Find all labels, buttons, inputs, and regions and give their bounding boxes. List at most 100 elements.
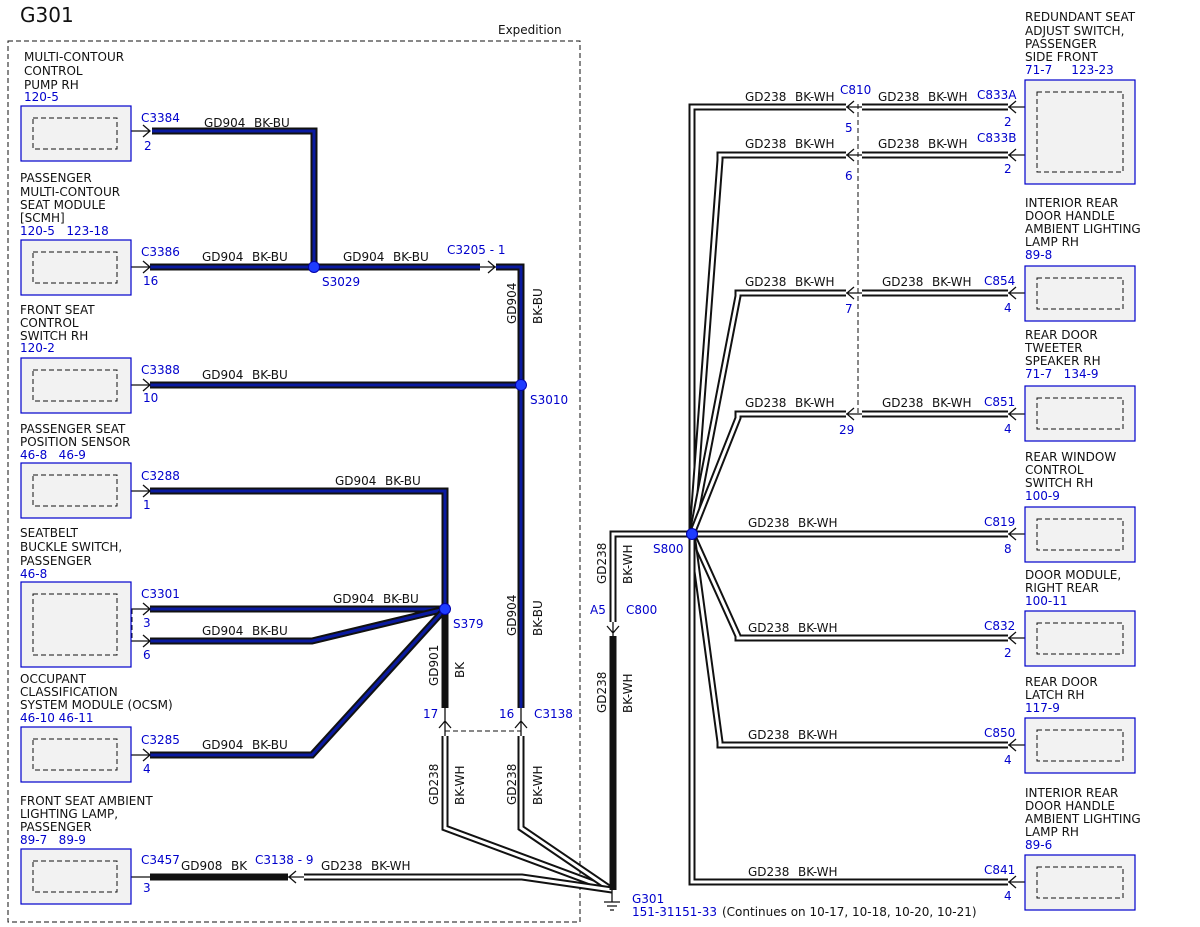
name-line: INTERIOR REAR (1025, 196, 1118, 210)
wire-color: BK-WH (531, 765, 545, 805)
name-line: INTERIOR REAR (1025, 786, 1118, 800)
pin-label: 4 (1004, 753, 1012, 767)
wire-code: GD238 (427, 764, 441, 805)
wire-c3205-to-c3138 (496, 263, 525, 708)
connector-arrows (120, 100, 1036, 889)
name-line: PASSENGER (20, 171, 92, 185)
wire-s800-to-c810-6 (688, 151, 846, 535)
wire-color: BK-WH (798, 728, 838, 742)
component-tweeter (1024, 385, 1136, 442)
component-refs: 71-7 123-23 (1025, 63, 1114, 77)
pin-label: 7 (845, 302, 853, 316)
wire-code: GD238 (321, 859, 362, 873)
wire-color: BK-WH (795, 90, 835, 104)
wire-color: BK (231, 859, 248, 873)
name-line: LAMP RH (1025, 825, 1079, 839)
name-line: LAMP RH (1025, 235, 1079, 249)
wire-color: BK-BU (254, 116, 290, 130)
connector-label: C800 (626, 603, 657, 617)
pin-label: 6 (845, 169, 853, 183)
wire-code: GD904 (202, 368, 243, 382)
wire-code: GD238 (882, 396, 923, 410)
name-line: DOOR HANDLE (1025, 799, 1115, 813)
connector-label: C3138 - 9 (255, 853, 314, 867)
connector-label: C832 (984, 619, 1015, 633)
name-line: CONTROL (24, 64, 83, 78)
pin-label: 4 (1004, 889, 1012, 903)
wire-s800-to-c832 (688, 532, 1008, 642)
name-line: REAR WINDOW (1025, 450, 1116, 464)
wire-color: BK-WH (621, 544, 635, 584)
connector-label: C833B (977, 131, 1017, 145)
wire-color: BK-BU (252, 368, 288, 382)
pin-label: A5 (590, 603, 606, 617)
ground-symbol (604, 890, 620, 911)
component-int-handle-2 (1024, 854, 1136, 911)
name-line: FRONT SEAT AMBIENT (20, 794, 153, 808)
name-line: AMBIENT LIGHTING (1025, 222, 1141, 236)
component-scmh (20, 239, 132, 296)
name-line: DOOR MODULE, (1025, 568, 1121, 582)
wire-s800-to-c810-7 (688, 289, 846, 535)
connector-label: C3138 (534, 707, 573, 721)
wire-code: GD904 (505, 283, 519, 324)
connector-label: C3285 (141, 733, 180, 747)
component-refs: 100-9 (1025, 489, 1060, 503)
wire-code: GD238 (505, 764, 519, 805)
wire-code: GD901 (427, 645, 441, 686)
wire-code: GD238 (745, 137, 786, 151)
wire-code: GD238 (595, 672, 609, 713)
name-line: CONTROL (1025, 463, 1084, 477)
connector-label: C3288 (141, 469, 180, 483)
pin-label: 4 (143, 762, 151, 776)
name-line: PASSENGER (20, 820, 92, 834)
wire-color: BK-WH (371, 859, 411, 873)
wire-color: BK-WH (453, 765, 467, 805)
wire-c3138-17-to-g301 (441, 736, 614, 894)
name-line: CLASSIFICATION (20, 685, 118, 699)
connector-label: C819 (984, 515, 1015, 529)
name-line: SIDE FRONT (1025, 50, 1098, 64)
pin-label: 16 (499, 707, 514, 721)
wire-code: GD904 (333, 592, 374, 606)
wire-color: BK-BU (252, 738, 288, 752)
component-door-module (1024, 610, 1136, 667)
splice-s379 (439, 603, 451, 615)
name-line: MULTI-CONTOUR (24, 50, 124, 64)
connector-label: C3388 (141, 363, 180, 377)
name-line: DOOR HANDLE (1025, 209, 1115, 223)
wire-code: GD904 (204, 116, 245, 130)
name-line: RIGHT REAR (1025, 581, 1099, 595)
wire-code: GD238 (748, 621, 789, 635)
wire-code: GD238 (745, 275, 786, 289)
pin-label: 2 (144, 139, 152, 153)
name-line: AMBIENT LIGHTING (1025, 812, 1141, 826)
name-line: PASSENGER SEAT (20, 422, 126, 436)
component-ambient-lamp (20, 848, 132, 905)
name-line: SPEAKER RH (1025, 354, 1101, 368)
name-line: SWITCH RH (20, 329, 88, 343)
wire-color: BK-BU (252, 250, 288, 264)
wire-code: GD904 (335, 474, 376, 488)
component-window-switch (1024, 506, 1136, 563)
diagram-title: G301 (20, 3, 74, 27)
wire-color: BK-WH (798, 621, 838, 635)
component-refs: 89-7 89-9 (20, 833, 86, 847)
splice-label: S3029 (322, 275, 360, 289)
wire-color: BK-BU (393, 250, 429, 264)
expedition-region (7, 40, 581, 923)
name-line: REAR DOOR (1025, 675, 1098, 689)
wire-color: BK-WH (795, 396, 835, 410)
splice-s3029 (308, 261, 320, 273)
wire-c3138-9-to-g301 (304, 873, 613, 894)
component-door-latch (1024, 717, 1136, 774)
component-refs: 117-9 (1025, 701, 1060, 715)
wire-code: GD238 (748, 865, 789, 879)
component-redundant-switch (1024, 79, 1136, 185)
wire-code: GD238 (745, 396, 786, 410)
pin-label: 2 (1004, 646, 1012, 660)
splice-label: S800 (653, 542, 684, 556)
pin-label: 16 (143, 274, 158, 288)
component-multi-contour-pump (20, 105, 132, 162)
connector-label: C3384 (141, 111, 180, 125)
